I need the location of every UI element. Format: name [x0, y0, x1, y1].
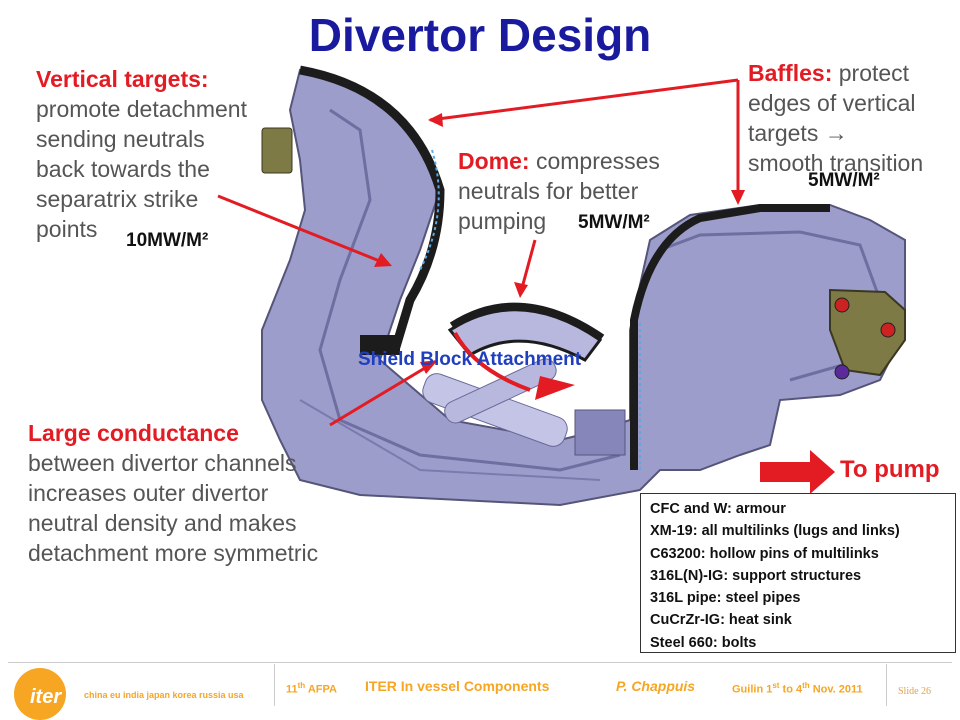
dome-line: neutrals for better	[458, 178, 639, 204]
material-item: C63200: hollow pins of multilinks	[650, 545, 879, 562]
footer-conference: 11th AFPA	[286, 681, 337, 696]
large-conductance-callout: Large conductance between divertor chann…	[28, 418, 318, 568]
iter-tagline: china eu india japan korea russia usa	[84, 690, 244, 700]
dome-callout: Dome: compresses neutrals for better pum…	[458, 146, 660, 236]
footer-topic: ITER In vessel Components	[365, 678, 550, 694]
large-conductance-line: between divertor channels	[28, 450, 297, 476]
outer-bracket	[829, 288, 906, 377]
dome-keyword: Dome:	[458, 148, 530, 174]
footer-separator	[886, 664, 887, 706]
outer-target-armour	[630, 204, 830, 470]
dome-heat-flux-label: 5MW/M²	[578, 212, 650, 233]
vertical-targets-line: points	[36, 216, 98, 242]
slide-number: Slide 26	[898, 686, 932, 697]
inner-bracket	[261, 127, 293, 174]
vertical-targets-callout: Vertical targets: promote detachment sen…	[36, 64, 247, 244]
dome-line: pumping	[458, 208, 547, 234]
material-item: Steel 660: bolts	[650, 634, 757, 651]
material-item: CuCrZr-IG: heat sink	[650, 612, 792, 629]
baffles-callout: Baffles: protect edges of vertical targe…	[748, 58, 923, 178]
iter-logo-text: iter	[30, 686, 62, 708]
iter-logo	[14, 668, 66, 720]
inner-heat-flux-label: 10MW/M²	[126, 230, 209, 251]
material-item: CFC and W: armour	[650, 501, 786, 517]
inner-target-armour	[299, 65, 445, 352]
to-pump-label: To pump	[840, 456, 940, 483]
footer-divider	[8, 662, 952, 663]
material-item: 316L(N)-IG: support structures	[650, 567, 862, 584]
large-conductance-line: detachment more symmetric	[28, 540, 319, 566]
vertical-targets-line: separatrix strike	[36, 186, 199, 212]
to-pump-arrow	[760, 450, 835, 494]
large-conductance-keyword: Large conductance	[28, 420, 239, 446]
material-item: XM-19: all multilinks (lugs and links)	[650, 523, 900, 540]
vertical-targets-line: back towards the	[36, 156, 210, 182]
footer-place-date: Guilin 1st to 4th Nov. 2011	[732, 681, 863, 696]
vertical-targets-keyword: Vertical targets:	[36, 66, 209, 92]
shield-block-attachment-label: Shield Block Attachment	[358, 349, 582, 370]
material-item: 316L pipe: steel pipes	[650, 590, 801, 607]
materials-legend: CFC and W: armour XM-19: all multilinks …	[640, 493, 956, 653]
vertical-targets-line: promote detachment	[36, 96, 247, 122]
dome-first-line: compresses	[529, 148, 660, 174]
baffles-line: smooth transition	[748, 150, 924, 176]
baffles-keyword: Baffles:	[748, 60, 833, 86]
baffles-line: edges of vertical	[748, 90, 916, 116]
footer-author: P. Chappuis	[616, 678, 696, 694]
page-title: Divertor Design	[308, 9, 652, 61]
footer-separator	[274, 664, 275, 706]
outer-heat-flux-label: 5MW/M²	[808, 170, 880, 191]
large-conductance-line: increases outer divertor	[28, 480, 269, 506]
baffles-line: targets →	[748, 120, 848, 146]
large-conductance-line: neutral density and makes	[28, 510, 297, 536]
vertical-targets-line: sending neutrals	[36, 126, 205, 152]
baffles-first-line: protect	[832, 60, 910, 86]
